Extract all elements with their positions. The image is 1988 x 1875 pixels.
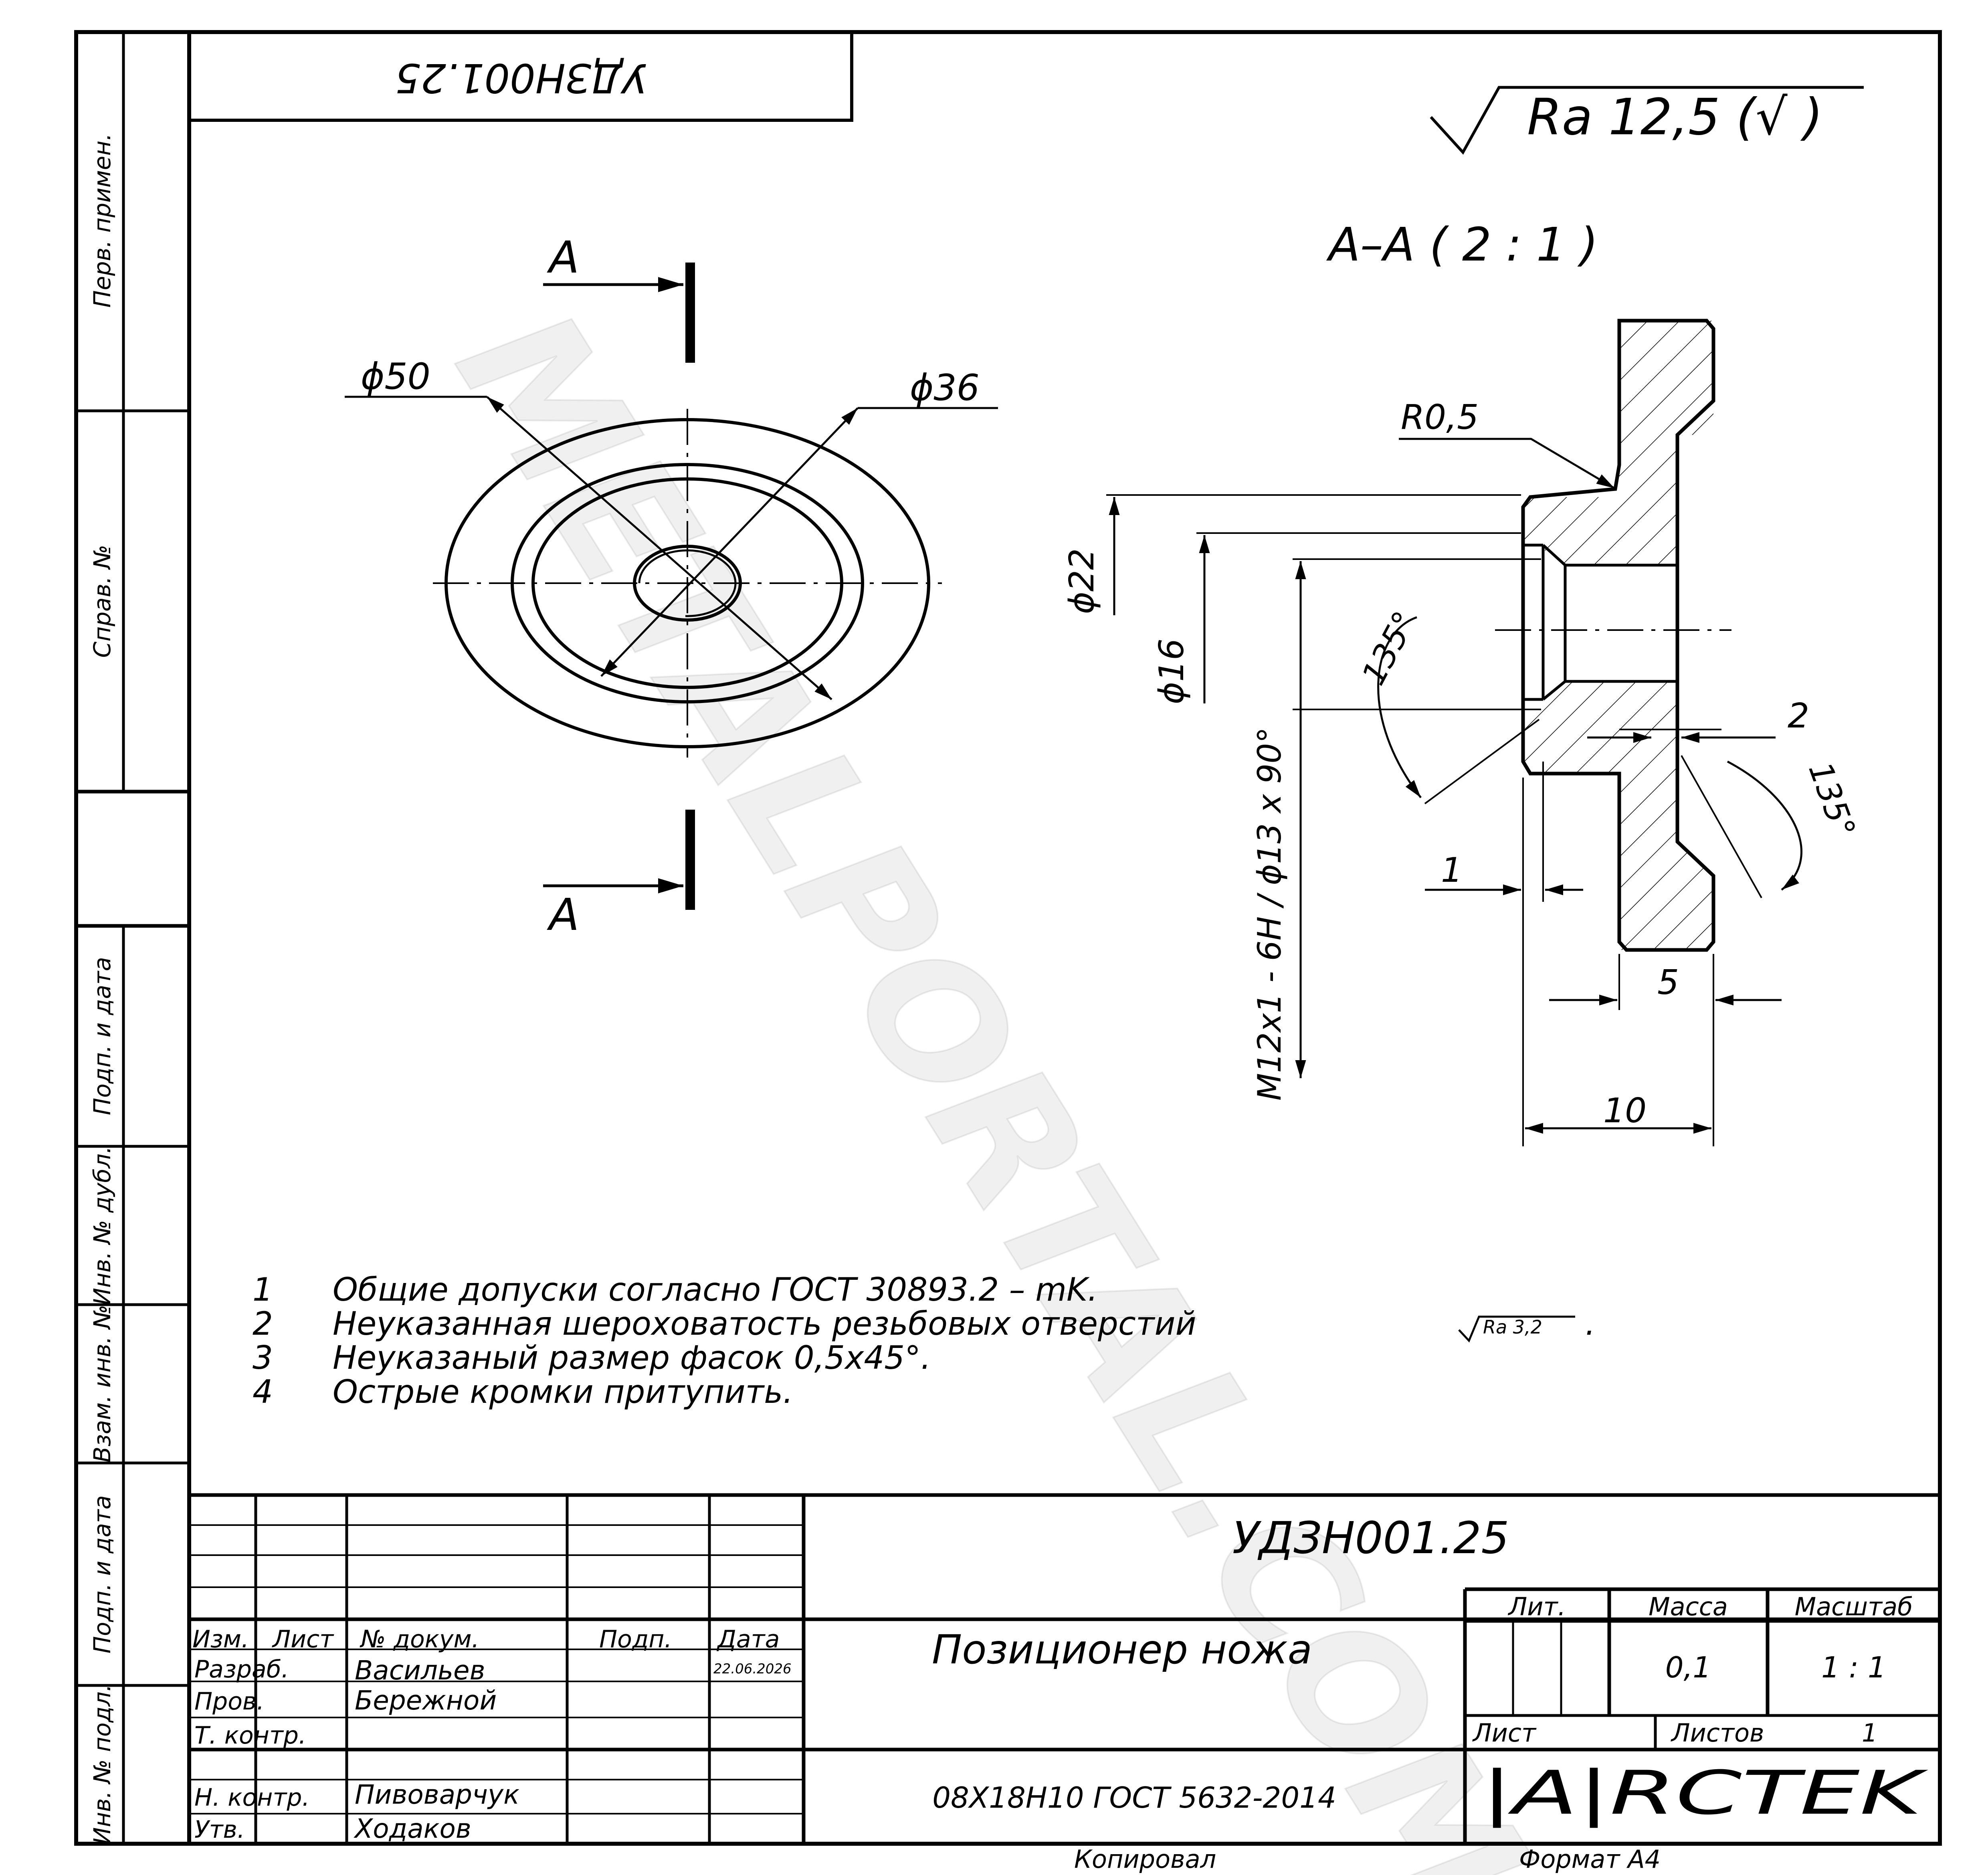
dim-d16: ϕ16 xyxy=(1152,638,1192,704)
dim-2: 2 xyxy=(1788,696,1809,736)
role-norm-control: Н. контр. xyxy=(194,1784,310,1812)
dim-135-left: 135° xyxy=(1354,605,1424,691)
header-list: Лист xyxy=(272,1625,334,1653)
section-indicator-bottom: A xyxy=(543,810,695,940)
scale-value: 1 : 1 xyxy=(1821,1651,1886,1684)
front-view: ϕ50 ϕ36 xyxy=(345,356,998,758)
note-4-text: Острые кромки притупить. xyxy=(333,1373,793,1410)
note-2-text: Неуказанная шероховатость резьбовых отве… xyxy=(333,1305,1196,1342)
dim-10: 10 xyxy=(1603,1091,1647,1131)
dim-135-right: 135° xyxy=(1801,757,1863,843)
scale-label: Масштаб xyxy=(1795,1592,1913,1621)
dim-d36: ϕ36 xyxy=(910,367,980,409)
role-developed: Разраб. xyxy=(194,1655,289,1683)
sheet-label: Лист xyxy=(1472,1718,1537,1748)
note-2-roughness: Ra 3,2 xyxy=(1483,1316,1542,1338)
duplicate-inventory-label: Инв. № дубл. xyxy=(89,1146,116,1305)
inner-frame xyxy=(187,30,1942,1846)
note-2-tail: . xyxy=(1585,1305,1595,1342)
general-roughness-text: Ra 12,5 (√ ) xyxy=(1527,88,1823,146)
note-1-text: Общие допуски согласно ГОСТ 30893.2 – mK… xyxy=(333,1271,1098,1308)
dim-d50: ϕ50 xyxy=(361,356,430,398)
section-outline xyxy=(1521,319,1715,952)
general-roughness: Ra 12,5 (√ ) xyxy=(1430,86,1864,155)
designation: УДЗН001.25 xyxy=(1232,1512,1509,1564)
title-block: УДЗН001.25 Позиционер ножа 08Х18Н10 ГОСТ… xyxy=(189,1493,1940,1844)
mass-label: Масса xyxy=(1649,1592,1728,1621)
header-date: Дата xyxy=(716,1625,780,1653)
lit-label: Лит. xyxy=(1508,1592,1566,1621)
note-3-text: Неуказаный размер фасок 0,5x45°. xyxy=(333,1339,931,1376)
role-tech-control: Т. контр. xyxy=(194,1721,306,1750)
sign-date-label-bottom: Подп. и дата xyxy=(89,1495,116,1653)
name-approved: Ходаков xyxy=(354,1813,471,1844)
note-4-number: 4 xyxy=(253,1373,273,1410)
mass-value: 0,1 xyxy=(1665,1651,1711,1684)
name-developed: Васильев xyxy=(355,1655,485,1686)
format-label: Формат А4 xyxy=(1519,1845,1661,1874)
section-view: A–A ( 2 : 1 ) R0,5 ϕ22 ϕ16 M12x1 - 6H / … xyxy=(1062,218,1863,1146)
part-name: Позиционер ножа xyxy=(932,1626,1312,1673)
section-hatch-top xyxy=(1523,321,1713,565)
dim-1: 1 xyxy=(1441,851,1463,890)
section-hatch-bottom xyxy=(1523,681,1713,950)
inverted-code-box: УДЗН001.25 xyxy=(189,32,853,122)
first-use-label: Перв. примен. xyxy=(89,133,116,307)
sheets-label: Листов xyxy=(1671,1718,1764,1748)
replacement-inventory-label: Взам. инв. № xyxy=(89,1305,116,1463)
role-approved: Утв. xyxy=(194,1816,245,1844)
name-checked: Бережной xyxy=(355,1685,497,1716)
section-label-bottom: A xyxy=(547,889,579,940)
inverted-code: УДЗН001.25 xyxy=(395,55,647,101)
reference-number-label: Справ. № xyxy=(89,545,116,658)
dim-5: 5 xyxy=(1657,963,1679,1002)
side-strip: Перв. примен. Справ. № Подп. и дата Инв.… xyxy=(74,32,189,1845)
section-indicator-top: A xyxy=(543,232,695,363)
dim-thread: M12x1 - 6H / ϕ13 x 90° xyxy=(1251,727,1288,1101)
section-title: A–A ( 2 : 1 ) xyxy=(1326,218,1598,272)
date-value: 22.06.2026 xyxy=(713,1661,792,1677)
role-checked: Пров. xyxy=(194,1687,264,1715)
note-1-number: 1 xyxy=(253,1271,273,1308)
name-norm-control: Пивоварчук xyxy=(355,1779,519,1810)
section-label-top: A xyxy=(547,232,579,283)
sign-date-label-top: Подп. и дата xyxy=(89,957,116,1115)
company-logo: |A|RCTEK xyxy=(1481,1758,1929,1828)
header-doc: № докум. xyxy=(360,1625,479,1653)
header-sign: Подп. xyxy=(599,1625,672,1653)
original-inventory-label: Инв. № подл. xyxy=(89,1684,116,1845)
material: 08Х18Н10 ГОСТ 5632-2014 xyxy=(932,1781,1336,1814)
dim-r05: R0,5 xyxy=(1401,398,1479,437)
header-izm: Изм. xyxy=(192,1625,249,1653)
dim-d22: ϕ22 xyxy=(1062,548,1102,614)
technical-notes: 1 Общие допуски согласно ГОСТ 30893.2 – … xyxy=(253,1271,1595,1410)
sheets-value: 1 xyxy=(1862,1718,1877,1748)
note-2-number: 2 xyxy=(253,1305,273,1342)
copied-label: Копировал xyxy=(1074,1845,1216,1874)
note-3-number: 3 xyxy=(253,1339,273,1376)
